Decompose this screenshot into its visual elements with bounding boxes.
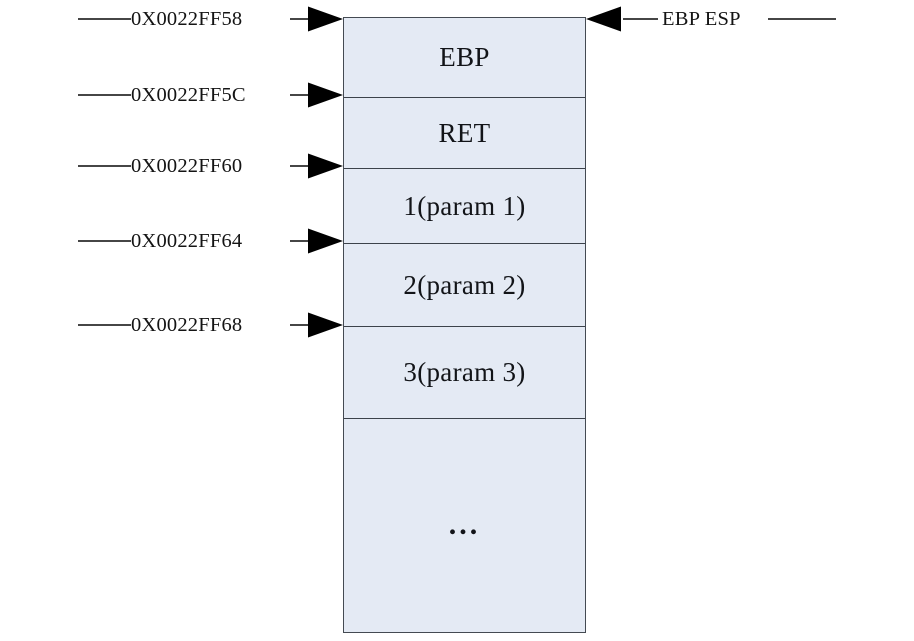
stack-cell-ret: RET (344, 98, 585, 168)
leader-line-0x0022ff60 (78, 153, 343, 179)
arrowhead-right-icon (308, 312, 343, 338)
cell-divider-1 (344, 97, 585, 98)
stack-cell-ret-label: RET (438, 117, 491, 148)
leader-line-0x0022ff58 (78, 6, 343, 32)
arrowhead-left-icon (586, 6, 621, 32)
leader-line-0x0022ff64 (78, 228, 343, 254)
stack-cell-ebp-label: EBP (439, 42, 490, 72)
stack-cell-param2-label: 2(param 2) (403, 269, 526, 300)
stack-cell-more-label: ... (448, 508, 481, 541)
address-label-0x0022ff5c: 0X0022FF5C (131, 84, 246, 106)
cell-divider-3 (344, 243, 585, 244)
arrowhead-right-icon (308, 228, 343, 254)
stack-cell-param1-label: 1(param 1) (403, 190, 526, 221)
stack-cell-param2: 2(param 2) (344, 244, 585, 326)
leader-line-0x0022ff68 (78, 312, 343, 338)
stack-cell-param1: 1(param 1) (344, 169, 585, 243)
cell-divider-5 (344, 418, 585, 419)
stack-cell-ebp: EBP (344, 18, 585, 97)
address-label-0x0022ff60: 0X0022FF60 (131, 155, 243, 177)
register-label-ebp-esp: EBP ESP (662, 8, 741, 30)
leader-line-ebp-esp (586, 6, 836, 32)
address-label-0x0022ff68: 0X0022FF68 (131, 314, 243, 336)
stack-cell-param3: 3(param 3) (344, 327, 585, 418)
address-label-0x0022ff64: 0X0022FF64 (131, 230, 243, 252)
cell-divider-2 (344, 168, 585, 169)
arrowhead-right-icon (308, 153, 343, 179)
stack-cell-param3-label: 3(param 3) (403, 357, 526, 387)
address-label-0x0022ff58: 0X0022FF58 (131, 8, 243, 30)
leader-line-0x0022ff5c (78, 82, 343, 108)
stack-frame-box: EBP RET 1(param 1) 2(param 2) 3(param 3)… (343, 17, 586, 633)
arrowhead-right-icon (308, 6, 343, 32)
stack-cell-more: ... (344, 419, 585, 631)
arrowhead-right-icon (308, 82, 343, 108)
cell-divider-4 (344, 326, 585, 327)
